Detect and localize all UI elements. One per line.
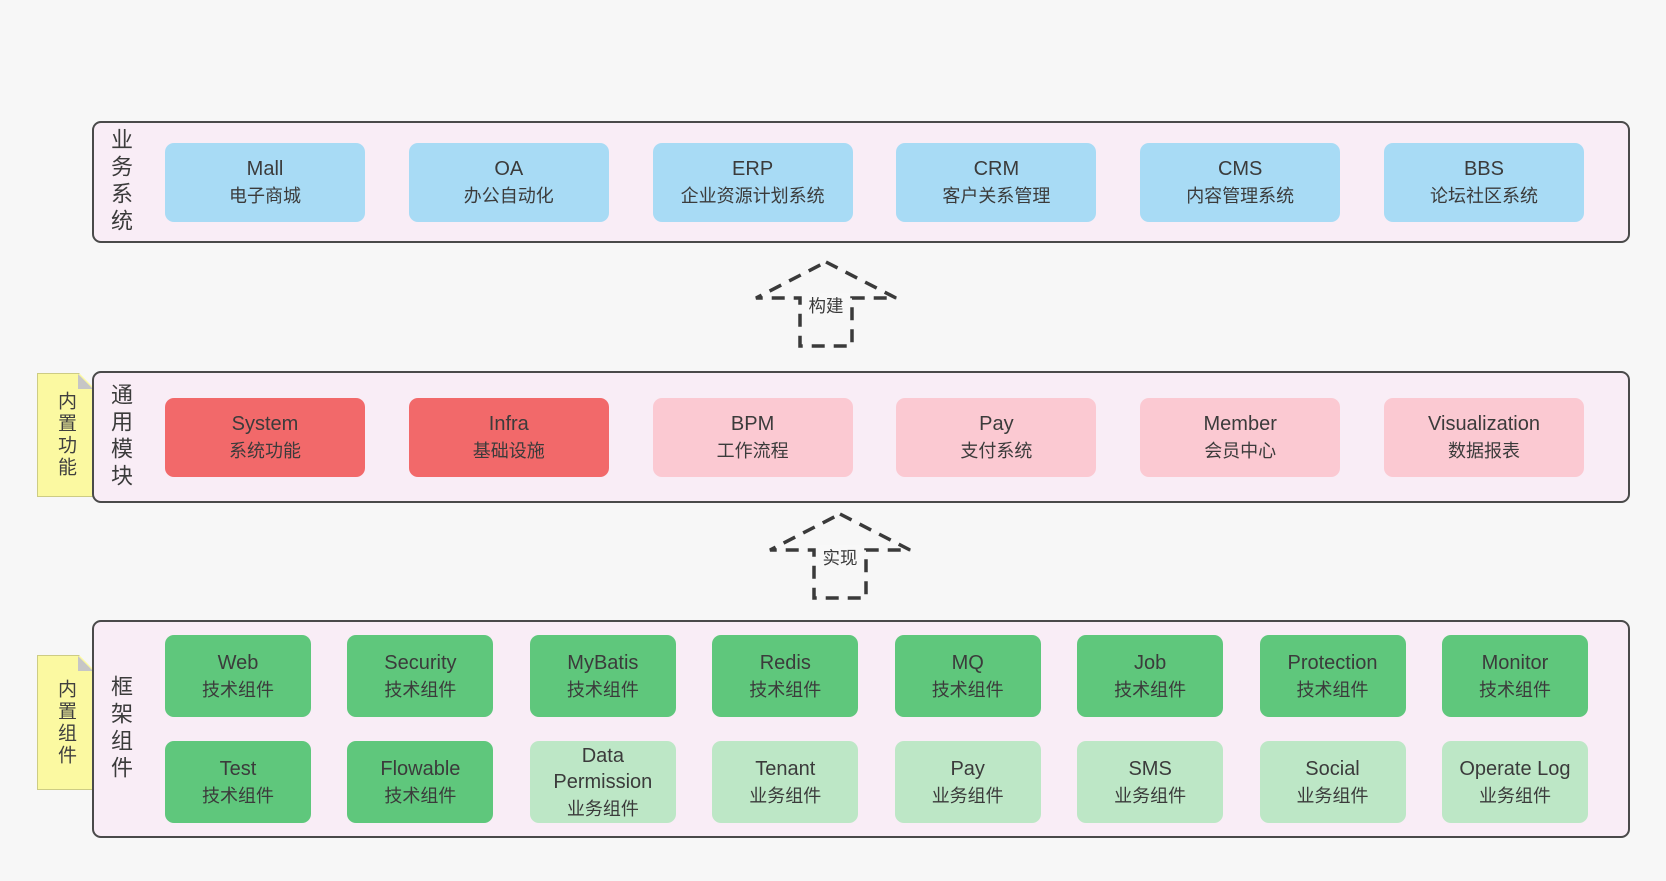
box-cms: CMS 内容管理系统 — [1140, 142, 1341, 222]
box-pay-component: Pay 业务组件 — [894, 741, 1041, 823]
box-crm: CRM 客户关系管理 — [896, 142, 1097, 222]
arrow-up-build-icon: 构建 — [755, 260, 897, 348]
box-data-permission: Data Permission 业务组件 — [529, 741, 676, 823]
box-bbs: BBS 论坛社区系统 — [1383, 142, 1584, 222]
sticky-note-label: 内置功能 — [55, 391, 76, 479]
modules-box-row: System 系统功能 Infra 基础设施 BPM 工作流程 Pay 支付系统… — [131, 397, 1628, 477]
layer-business-systems: 业务系统 Mall 电子商城 OA 办公自动化 ERP 企业资源计划系统 CRM… — [92, 121, 1630, 243]
box-tenant: Tenant 业务组件 — [712, 741, 859, 823]
box-job: Job 技术组件 — [1077, 635, 1224, 717]
box-flowable: Flowable 技术组件 — [347, 741, 494, 823]
business-box-row: Mall 电子商城 OA 办公自动化 ERP 企业资源计划系统 CRM 客户关系… — [131, 142, 1628, 222]
components-row-1: Web 技术组件 Security 技术组件 MyBatis 技术组件 Redi… — [165, 635, 1588, 717]
sticky-note-label: 内置组件 — [55, 678, 76, 767]
layer-framework-components: 框架组件 Web 技术组件 Security 技术组件 MyBatis 技术组件… — [92, 620, 1630, 838]
box-test: Test 技术组件 — [165, 741, 311, 823]
box-sms: SMS 业务组件 — [1077, 741, 1224, 823]
layer-common-modules: 通用模块 System 系统功能 Infra 基础设施 BPM 工作流程 Pay… — [92, 371, 1630, 503]
fold-corner-icon — [78, 656, 93, 671]
sticky-note-builtin-functions: 内置功能 — [37, 373, 94, 497]
arrow-build-label: 构建 — [809, 296, 844, 316]
box-social: Social 业务组件 — [1259, 741, 1406, 823]
box-security: Security 技术组件 — [347, 635, 494, 717]
box-system: System 系统功能 — [165, 397, 365, 477]
box-infra: Infra 基础设施 — [408, 397, 609, 477]
layer-label-framework-components: 框架组件 — [108, 675, 133, 783]
box-mybatis: MyBatis 技术组件 — [529, 635, 676, 717]
box-protection: Protection 技术组件 — [1259, 635, 1406, 717]
fold-corner-icon — [78, 374, 93, 389]
box-erp: ERP 企业资源计划系统 — [652, 142, 853, 222]
box-pay-module: Pay 支付系统 — [896, 397, 1097, 477]
box-oa: OA 办公自动化 — [408, 142, 609, 222]
box-monitor: Monitor 技术组件 — [1441, 635, 1588, 717]
box-bpm: BPM 工作流程 — [652, 397, 853, 477]
components-row-2: Test 技术组件 Flowable 技术组件 Data Permission … — [165, 741, 1588, 823]
arrow-up-implement-icon: 实现 — [769, 512, 911, 600]
components-box-rows: Web 技术组件 Security 技术组件 MyBatis 技术组件 Redi… — [131, 635, 1628, 823]
box-web: Web 技术组件 — [165, 635, 311, 717]
arrow-implement-label: 实现 — [823, 548, 858, 568]
box-redis: Redis 技术组件 — [712, 635, 859, 717]
layer-label-business-systems: 业务系统 — [108, 128, 133, 236]
box-visualization: Visualization 数据报表 — [1383, 397, 1584, 477]
box-mq: MQ 技术组件 — [894, 635, 1041, 717]
layer-label-common-modules: 通用模块 — [108, 383, 133, 491]
box-member: Member 会员中心 — [1140, 397, 1341, 477]
box-operate-log: Operate Log 业务组件 — [1441, 741, 1588, 823]
sticky-note-builtin-components: 内置组件 — [37, 655, 94, 790]
box-mall: Mall 电子商城 — [165, 142, 365, 222]
